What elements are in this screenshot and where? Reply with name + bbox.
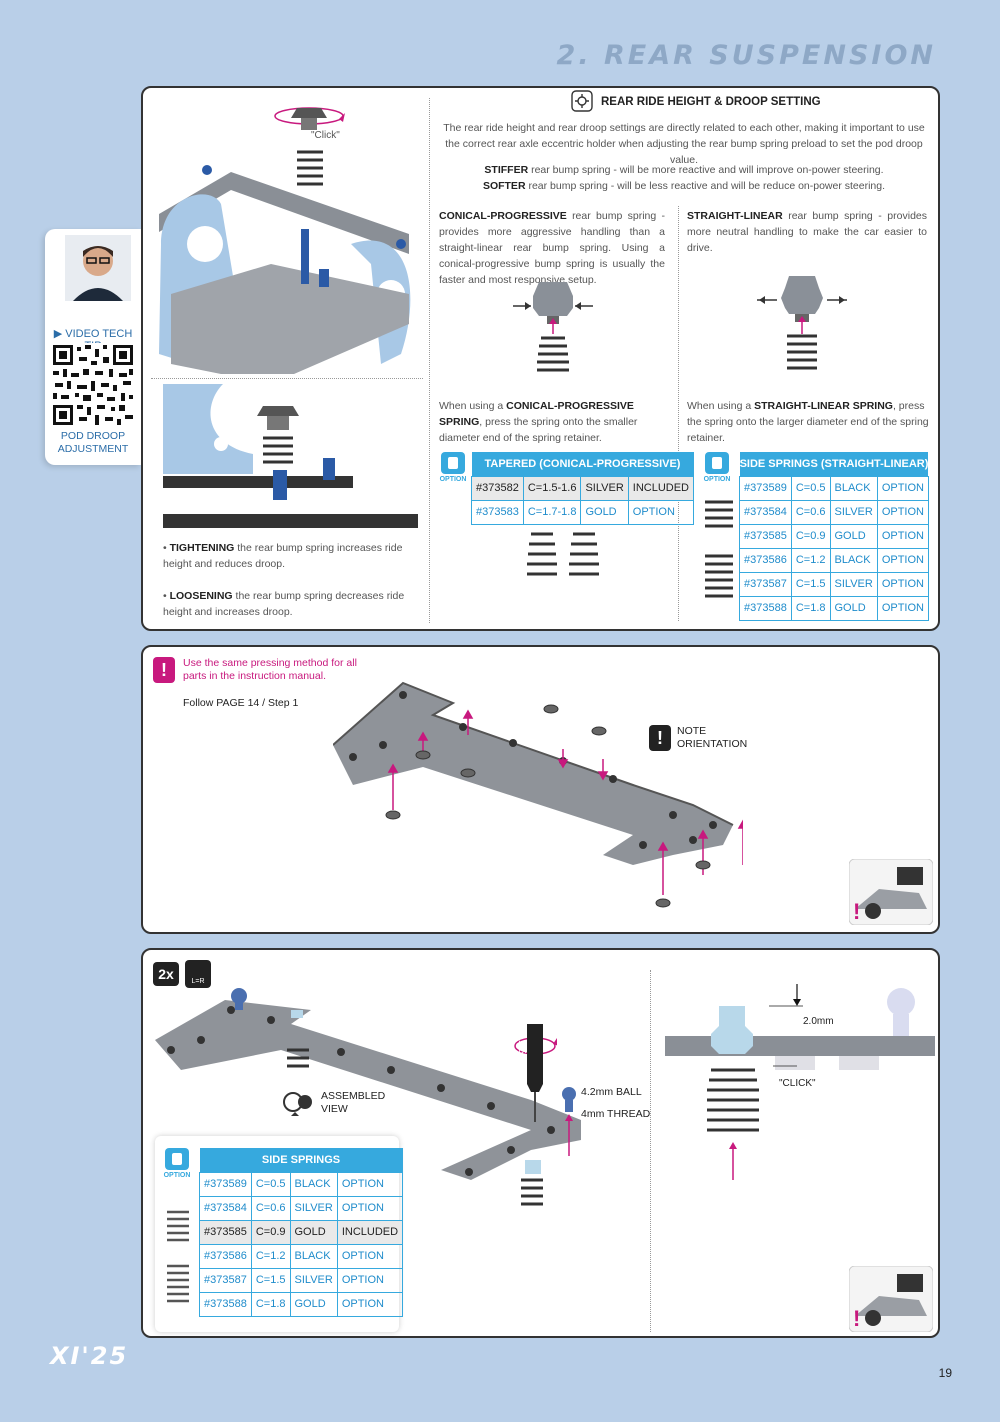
- note-icon: !: [649, 725, 671, 751]
- panel-step-pressing: ! Use the same pressing method for all p…: [141, 645, 940, 934]
- click-label-2: "CLICK": [779, 1078, 816, 1089]
- ball-size-label: 4.2mm BALL: [581, 1086, 642, 1098]
- assembled-view-label: ASSEMBLED VIEW: [321, 1090, 386, 1115]
- hex-driver-illustration: [514, 1024, 557, 1122]
- warning-icon: !: [153, 657, 175, 683]
- table-row: #373582 C=1.5-1.6 SILVER INCLUDED: [471, 475, 695, 501]
- tightening-note: • TIGHTENING the rear bump spring increa…: [163, 542, 403, 570]
- spring-detail-illustration: [665, 984, 935, 1180]
- panel-ride-height: "Click" • TIGHTENING the rear bump sprin…: [141, 86, 940, 631]
- softer-note: SOFTER rear bump spring - will be less r…: [482, 180, 886, 192]
- thumbs-up-icon: [705, 452, 729, 474]
- tapered-springs-table: TAPERED (CONICAL-PROGRESSIVE) #373582 C=…: [471, 452, 695, 525]
- driver-size-label: 1.5mm: [516, 1040, 527, 1071]
- stiffer-note: STIFFER rear bump spring - will be more …: [484, 164, 884, 176]
- option-badge-tapered: OPTION: [439, 452, 467, 483]
- side-table-title-2: SIDE SPRINGS: [199, 1148, 403, 1172]
- carbon-plate-assembly-illustration: [155, 988, 581, 1206]
- left-right-badge: L=R: [185, 960, 211, 988]
- car-reference-thumbnail-2: !: [849, 1266, 933, 1332]
- qr-code-icon[interactable]: [51, 343, 135, 427]
- conical-usage-note: When using a CONICAL-PROGRESSIVE SPRING,…: [439, 400, 638, 444]
- click-label: "Click": [311, 130, 340, 141]
- panel-step-assembly: 2x L=R ASSEMBLED VIEW 1.5mm 4.2mm BALL 4…: [141, 948, 940, 1338]
- side-table-title: SIDE SPRINGS (STRAIGHT-LINEAR): [739, 452, 929, 476]
- thread-size-label: 4mm THREAD: [581, 1108, 651, 1120]
- loosening-note: • LOOSENING the rear bump spring decreas…: [163, 590, 405, 618]
- side-springs-illustration: [705, 500, 733, 598]
- quantity-badge: 2x: [153, 962, 179, 986]
- video-tech-tip-card[interactable]: ▶ VIDEO TECH TIP POD DROOP ADJUSTMENT: [45, 229, 141, 465]
- pressing-warning: Use the same pressing method for all par…: [183, 657, 357, 682]
- tapered-springs-illustration: [527, 532, 599, 576]
- thumbs-up-icon: [165, 1148, 189, 1170]
- note-orientation: NOTE ORIENTATION: [677, 725, 748, 750]
- ball-stud-illustration: [562, 1087, 576, 1156]
- straight-description: STRAIGHT-LINEAR rear bump spring - provi…: [687, 210, 927, 254]
- settings-icon: [571, 90, 593, 112]
- ride-height-intro: The rear ride height and rear droop sett…: [443, 122, 925, 166]
- straight-spring-illustration: [757, 276, 847, 370]
- option-badge-side: OPTION: [703, 452, 731, 483]
- technician-photo: [65, 235, 131, 301]
- conical-description: CONICAL-PROGRESSIVE rear bump spring - p…: [439, 210, 665, 286]
- carbon-plate-illustration: [333, 681, 743, 908]
- car-reference-thumbnail: !: [849, 859, 933, 925]
- side-springs-small-illustration: [167, 1210, 189, 1303]
- thumbs-up-icon: [441, 452, 465, 474]
- option-badge-side-2: OPTION: [163, 1148, 191, 1179]
- play-icon: ▶: [53, 328, 63, 340]
- gap-dimension-label: 2.0mm: [803, 1016, 834, 1027]
- video-tech-tip-caption: POD DROOP ADJUSTMENT: [57, 430, 129, 455]
- svg-text:!: !: [853, 899, 860, 924]
- ride-height-header: REAR RIDE HEIGHT & DROOP SETTING: [601, 96, 821, 108]
- conical-spring-illustration: [513, 282, 593, 372]
- assembled-view-icon: [283, 1092, 312, 1116]
- tapered-table-title: TAPERED (CONICAL-PROGRESSIVE): [471, 452, 694, 476]
- brand-logo: XI'25: [50, 1342, 129, 1370]
- straight-usage-note: When using a STRAIGHT-LINEAR SPRING, pre…: [687, 400, 929, 444]
- bump-spring-assembly-illustration: [159, 107, 411, 374]
- spring-side-view-illustration: [163, 384, 418, 528]
- follow-step-note: Follow PAGE 14 / Step 1: [183, 697, 299, 709]
- table-row: #373583 C=1.7-1.8 GOLD OPTION: [471, 499, 695, 525]
- svg-text:!: !: [853, 1306, 860, 1331]
- section-title: 2. REAR SUSPENSION: [556, 40, 936, 71]
- page-number: 19: [938, 1366, 952, 1380]
